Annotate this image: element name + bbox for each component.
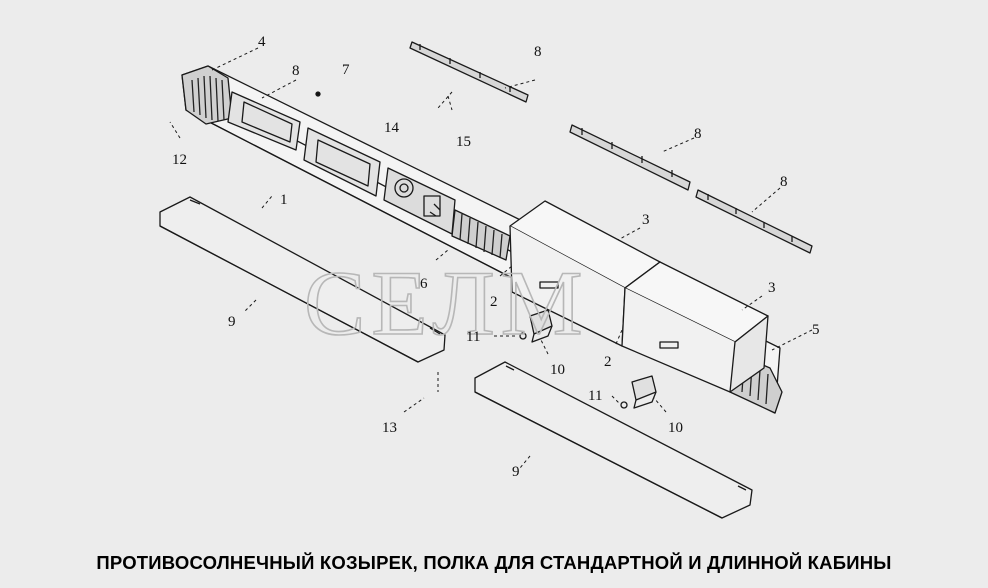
visor-bracket-left <box>529 309 553 343</box>
trim-strip-right <box>695 189 813 254</box>
point-7-marker <box>315 91 321 97</box>
callout-8-mid: 8 <box>694 126 702 142</box>
center-display-panel <box>303 127 381 197</box>
callout-10-left: 10 <box>550 362 565 378</box>
callout-11-right: 11 <box>588 388 602 404</box>
callout-labels: 4 8 7 8 8 8 14 15 12 1 3 3 6 2 2 5 9 11 … <box>172 34 820 480</box>
sun-visor-right <box>474 361 753 519</box>
trim-strip-mid <box>569 124 691 191</box>
callout-3-left: 3 <box>642 212 650 228</box>
callout-3-right: 3 <box>768 280 776 296</box>
callout-4: 4 <box>258 34 266 50</box>
visor-bracket-right <box>631 375 657 409</box>
parts-diagram: СЕЛМ 4 8 7 8 8 8 14 15 12 1 3 3 6 2 2 5 … <box>159 34 820 519</box>
screw-right <box>620 401 628 409</box>
sun-visor-left <box>159 196 446 363</box>
callout-9-left: 9 <box>228 314 236 330</box>
callout-2-left: 2 <box>490 294 498 310</box>
callout-8-right: 8 <box>780 174 788 190</box>
left-display-panel <box>227 91 301 151</box>
leader-lines <box>169 47 813 469</box>
callout-13: 13 <box>382 420 397 436</box>
callout-9-right: 9 <box>512 464 520 480</box>
watermark: СЕЛМ <box>304 252 589 354</box>
callout-11-left: 11 <box>466 329 480 345</box>
trim-strip-top <box>409 41 529 103</box>
callout-6: 6 <box>420 276 428 292</box>
callout-12: 12 <box>172 152 187 168</box>
figure-caption: ПРОТИВОСОЛНЕЧНЫЙ КОЗЫРЕК, ПОЛКА ДЛЯ СТАН… <box>96 552 892 573</box>
callout-5: 5 <box>812 322 820 338</box>
callout-8-shelf: 8 <box>292 63 300 79</box>
callout-1: 1 <box>280 192 288 208</box>
screw-left <box>519 332 527 340</box>
callout-10-right: 10 <box>668 420 683 436</box>
callout-14: 14 <box>384 120 400 136</box>
center-vent-grille <box>451 209 511 261</box>
callout-2-right: 2 <box>604 354 612 370</box>
storage-box-right <box>621 261 769 393</box>
callout-8-top: 8 <box>534 44 542 60</box>
callout-15: 15 <box>456 134 471 150</box>
callout-7: 7 <box>342 62 350 78</box>
